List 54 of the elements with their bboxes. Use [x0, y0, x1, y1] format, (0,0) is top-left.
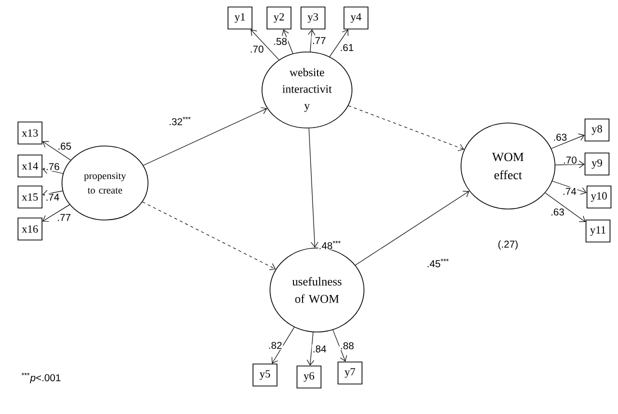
- indicator-box: y1: [228, 6, 252, 30]
- arrow: [272, 326, 295, 364]
- arrow: [308, 29, 316, 52]
- path-coefficient: .77: [56, 213, 72, 222]
- arrow: [282, 29, 294, 54]
- path-coefficient: .48$^{***}$: [318, 240, 342, 250]
- arrow: [332, 330, 347, 362]
- indicator-box: y2: [266, 6, 292, 30]
- indicator-box: x14: [18, 154, 42, 178]
- path-coefficient: .82: [267, 341, 283, 350]
- indicator-box: y6: [296, 366, 322, 388]
- arrow: [355, 190, 470, 266]
- indicator-box: x13: [18, 122, 42, 144]
- arrow: [42, 204, 70, 222]
- footnote: $^{***}$p<.001: [22, 372, 60, 384]
- path-coefficient: .77: [311, 36, 327, 45]
- path-coefficient: .70: [249, 44, 265, 54]
- arrow: [555, 160, 585, 168]
- path-coefficient: .76: [45, 162, 60, 171]
- indicator-box: y3: [300, 6, 326, 30]
- path-coefficient: .74: [562, 187, 578, 196]
- indicator-box: y8: [584, 118, 610, 142]
- indicator-box: y11: [586, 220, 610, 242]
- path-coefficient: .58: [272, 37, 288, 46]
- path-coefficient: .70: [562, 156, 578, 164]
- arrow: [551, 134, 585, 149]
- arrow: [42, 190, 63, 198]
- arrow: [552, 180, 587, 195]
- arrow: [142, 107, 268, 166]
- path-coefficient: .45$^{***}$: [426, 258, 450, 268]
- variance-label: (.27): [498, 240, 518, 250]
- arrow: [42, 166, 64, 174]
- indicator-box: x16: [18, 218, 42, 240]
- indicator-box: y10: [586, 186, 612, 208]
- path-coefficient: .32$^{***}$: [168, 116, 192, 126]
- arrow: [142, 202, 276, 270]
- path-coefficient: .63: [550, 208, 566, 216]
- indicator-box: y5: [252, 364, 278, 386]
- indicator-box: y4: [344, 6, 368, 30]
- arrow: [308, 128, 318, 248]
- indicator-box: y7: [338, 362, 362, 384]
- indicator-box: x15: [18, 186, 42, 208]
- arrow: [544, 192, 586, 222]
- arrow: [250, 29, 280, 60]
- path-coefficient: .61: [339, 43, 355, 52]
- arrow: [348, 105, 464, 152]
- indicator-box: y9: [584, 152, 610, 176]
- path-coefficient: .88: [339, 341, 355, 350]
- arrow: [329, 29, 348, 58]
- arrow: [42, 141, 71, 160]
- arrow: [306, 332, 314, 366]
- path-coefficient: .63: [552, 132, 568, 142]
- path-coefficient: .84: [312, 344, 328, 354]
- path-coefficient: .74: [44, 193, 60, 202]
